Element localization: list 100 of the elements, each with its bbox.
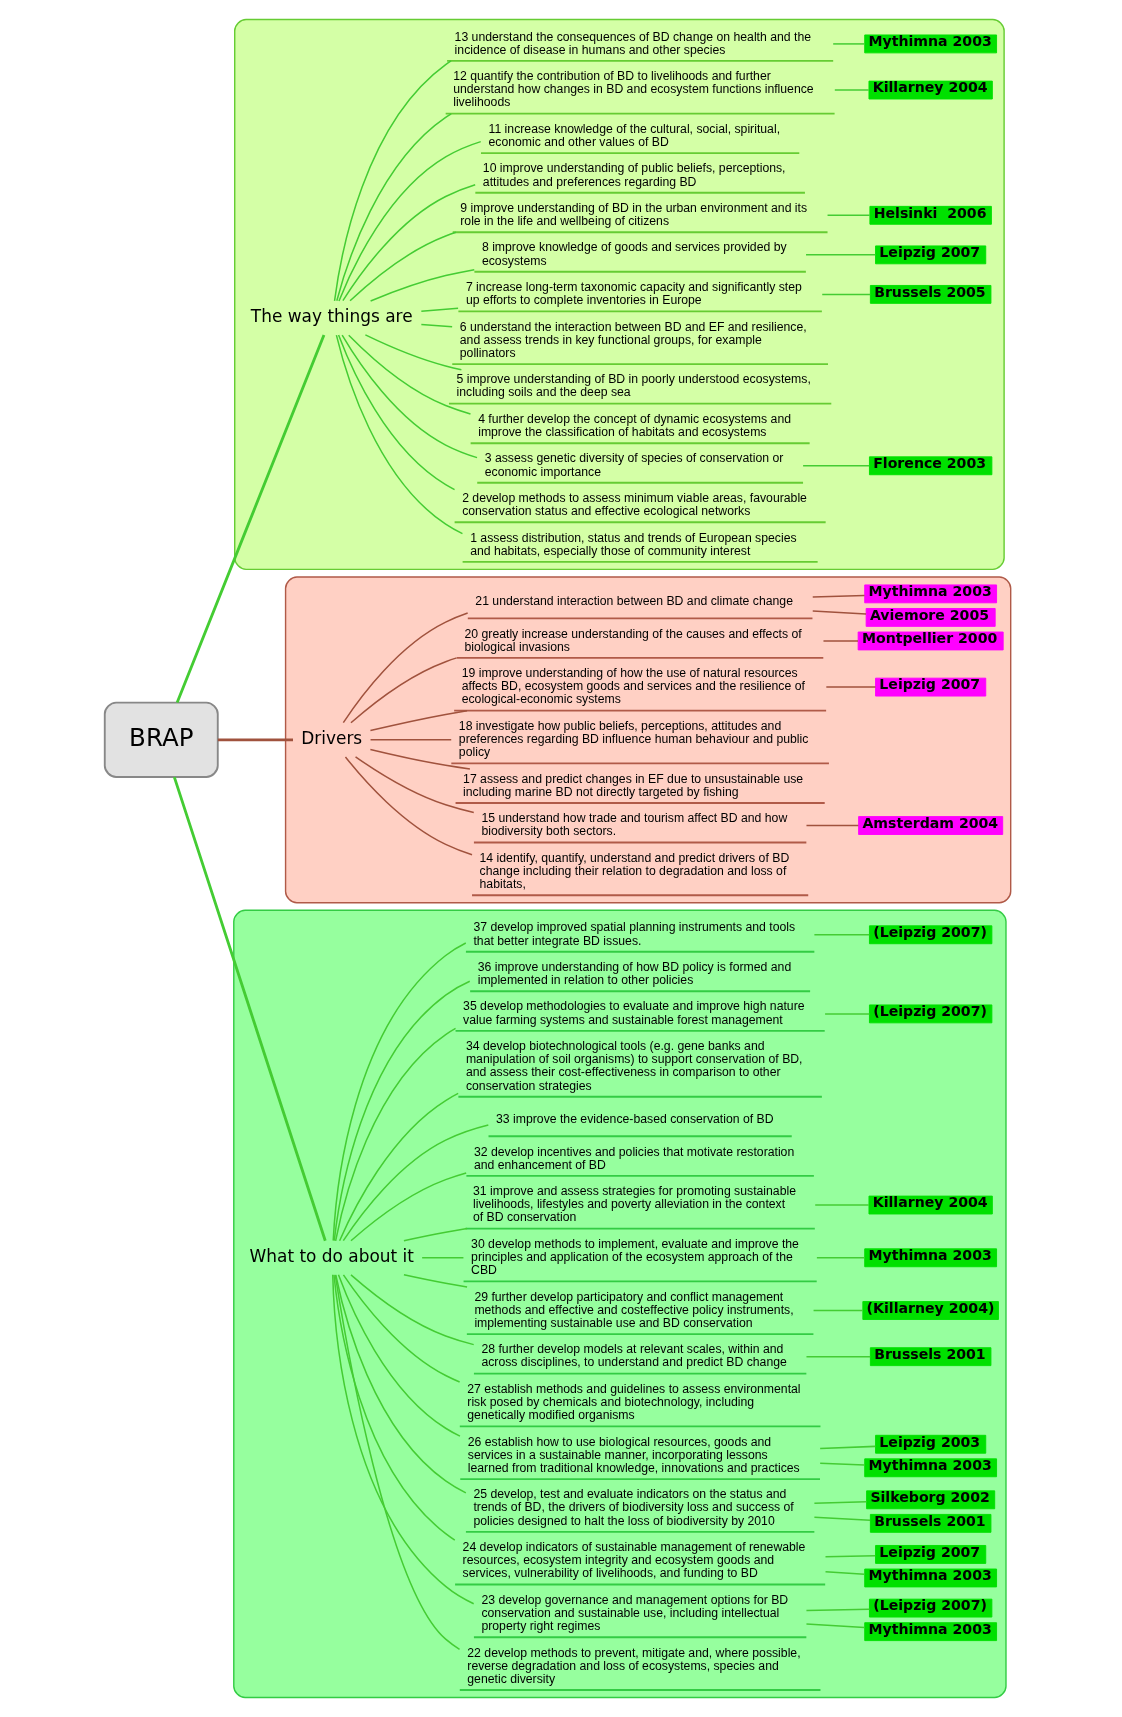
node-text: The way things are: [250, 306, 413, 327]
node-text: 7 increase long-term taxonomic capacity and significantly step up efforts to complete inventories in Europe: [465, 280, 802, 308]
connector: [175, 334, 325, 703]
connector: [342, 1124, 489, 1242]
connector: [331, 942, 467, 1242]
connector: [818, 1445, 876, 1450]
node-text: 29 further develop participatory and conflict management methods and effective and costeffective policy instruments, implementing sustainable use and BD conservation: [473, 1289, 794, 1330]
connector: [420, 1257, 464, 1259]
node-text: 5 improve understanding of BD in poorly understood ecosystems, including soils and the deep sea: [456, 372, 811, 400]
node-text: 21 understand interaction between BD and climate change: [474, 593, 793, 608]
connector: [341, 184, 476, 302]
node-box: Killarney 2004: [868, 1195, 993, 1215]
node-box: (Killarney 2004): [861, 1301, 999, 1320]
connector: [420, 307, 459, 312]
connector: [337, 1274, 461, 1437]
connector: [369, 709, 468, 732]
node-text: 23 develop governance and management options for BD conservation and sustainable use, including intellectual property right regimes: [480, 1592, 788, 1634]
connector: [337, 140, 482, 302]
node-box: Mythimna 2003: [863, 1622, 997, 1642]
node-text: 33 improve the evidence-based conservation of BD: [495, 1111, 774, 1126]
cluster: [233, 18, 1005, 571]
node-text: 9 improve understanding of BD in the urban environment and its role in the life and wellbeing of citizens: [459, 200, 807, 229]
connector: [333, 60, 452, 302]
node-box: Mythimna 2003: [863, 1458, 997, 1478]
connector: [833, 89, 870, 91]
connector: [342, 1274, 460, 1383]
node-text: 26 establish how to use biological resources, goods and services in a sustainable manner, incorporating lessons learned from traditional knowledge, innovations and practices: [467, 1434, 800, 1475]
connector: [820, 293, 871, 296]
connector: [342, 612, 468, 724]
connector: [805, 1355, 871, 1358]
node-text: 34 develop biotechnological tools (e.g. gene banks and manipulation of soil organisms) to support conservation of BD, and assess their cost-effectiveness in comparison to other conservation strategies: [465, 1039, 803, 1093]
node-box: Aviemore 2005: [865, 608, 996, 627]
node-text: 10 improve understanding of public beliefs, perceptions, attitudes and preferences regarding BD: [482, 161, 786, 189]
connector: [813, 1500, 867, 1504]
connector: [172, 776, 327, 1242]
node-text: 20 greatly increase understanding of the causes and effects of biological invasions: [464, 626, 802, 654]
connector: [824, 1554, 876, 1558]
node-text: 17 assess and predict changes in EF due to unsustainable use including marine BD not directly targeted by fishing: [462, 771, 803, 799]
connector: [349, 657, 458, 724]
node-text: 12 quantify the contribution of BD to livelihoods and further understand how changes in BD and ecosystem functions influence livelihoods: [452, 69, 814, 110]
node-text: 30 develop methods to implement, evaluate and improve the principles and application of the ecosystem approach of the CBD: [470, 1236, 799, 1278]
node-box: Brussels 2001: [869, 1347, 991, 1367]
connector: [824, 1571, 865, 1575]
node-text: 19 improve understanding of how the use of natural resources affects BD, ecosystem goods and services and the resilience of ecological-economic systems: [461, 666, 805, 707]
node-box: Mythimna 2003: [863, 34, 997, 54]
connector: [334, 1274, 467, 1494]
connector: [420, 323, 453, 328]
node-box: Brussels 2001: [869, 1513, 991, 1533]
connector: [402, 1227, 468, 1242]
node-box: Leipzig 2007: [874, 1545, 986, 1564]
node-box: Brussels 2005: [869, 285, 991, 304]
connector: [812, 1309, 864, 1312]
connector: [335, 334, 463, 535]
connector: [826, 214, 871, 217]
node-text: 11 increase knowledge of the cultural, social, spiritual, economic and other values of BD: [488, 121, 780, 149]
node-text: 27 establish methods and guidelines to assess environmental risk posed by chemicals and biotechnology, including genetically modified organisms: [466, 1381, 801, 1423]
node-text: What to do about it: [249, 1245, 414, 1266]
cluster: [284, 576, 1011, 904]
connector: [805, 1623, 865, 1629]
node-box: Killarney 2004: [868, 80, 993, 100]
connector: [831, 43, 865, 45]
node-text: 32 develop incentives and policies that motivate restoration and enhancement of BD: [473, 1144, 794, 1172]
connector: [332, 1274, 456, 1541]
node-box: Mythimna 2003: [863, 1568, 997, 1588]
connector: [344, 756, 473, 856]
node-text: 14 identify, quantify, understand and predict drivers of BD change including their relation to degradation and loss of habitats,: [479, 850, 789, 892]
connector: [811, 594, 865, 598]
node-text: 35 develop methodologies to evaluate and improve high nature value farming systems and sustainable forest management: [462, 999, 805, 1027]
node-text: 15 understand how trade and tourism affect BD and how biodiversity both sectors.: [480, 811, 787, 839]
node-box: Florence 2003: [868, 456, 992, 476]
node-text: Drivers: [300, 727, 362, 748]
node-box: Montpellier 2000: [857, 631, 1004, 651]
node-text: 36 improve understanding of how BD policy is formed and implemented in relation to other policies: [477, 959, 791, 988]
connector: [805, 824, 859, 827]
node-box: Leipzig 2003: [874, 1434, 986, 1454]
node-text: 18 investigate how public beliefs, perceptions, attitudes and preferences regarding BD influence human behaviour and public policy: [458, 718, 808, 760]
connector: [801, 465, 870, 467]
node-text: 8 improve knowledge of goods and services provided by ecosystems: [481, 240, 787, 268]
node-text: 28 further develop models at relevant scales, within and across disciplines, to understand and predict BD change: [480, 1342, 787, 1370]
node-box: Leipzig 2007: [874, 245, 986, 265]
node-box: Helsinki 2006: [868, 205, 992, 225]
connector: [364, 334, 462, 371]
connector: [804, 254, 876, 256]
connector: [823, 1013, 870, 1015]
node-text: 6 understand the interaction between BD and EF and resilience, and assess trends in key functional groups, for example pollinators: [459, 319, 807, 360]
node-box: (Leipzig 2007): [868, 1004, 992, 1024]
node-text: 4 further develop the concept of dynamic ecosystems and improve the classification of habitats and ecosystems: [477, 411, 791, 440]
node-text: 37 develop improved spatial planning instruments and tools that better integrate BD issues.: [472, 920, 795, 948]
connector: [369, 268, 475, 302]
connector: [337, 334, 455, 491]
connector: [813, 934, 870, 936]
node-box: BRAP: [103, 701, 219, 778]
connector: [338, 1092, 459, 1242]
connector: [348, 231, 457, 302]
connector: [813, 1204, 870, 1206]
connector: [347, 334, 471, 415]
connector: [349, 1172, 467, 1242]
connector: [217, 738, 293, 742]
connector: [813, 1516, 871, 1521]
connector: [818, 1462, 865, 1466]
